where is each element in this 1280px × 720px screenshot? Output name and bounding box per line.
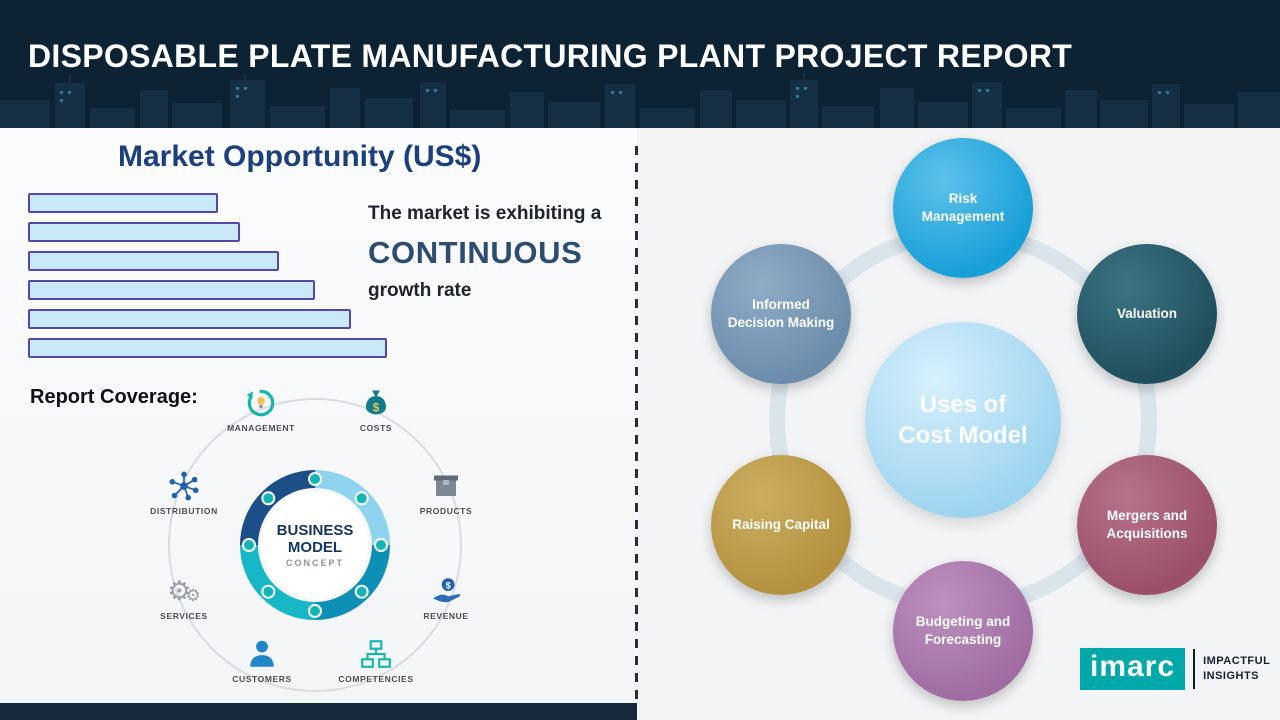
city-skyline-graphic [0,73,1280,128]
market-bar [28,280,315,300]
bm-item-label: DISTRIBUTION [150,506,218,516]
cost-model-node-mergers-acquisitions: Mergers and Acquisitions [1077,455,1217,595]
cost-model-center: Uses of Cost Model [865,322,1061,518]
node-label: Risk Management [921,191,1005,224]
cost-model-node-valuation: Valuation [1077,244,1217,384]
cost-model-node-risk-management: Risk Management [893,138,1033,278]
bm-item-label: REVENUE [423,611,469,621]
header-banner: DISPOSABLE PLATE MANUFACTURING PLANT PRO… [0,0,1280,128]
bm-item-label: PRODUCTS [419,506,473,516]
imarc-logo: imarc IMPACTFUL INSIGHTS [1080,648,1270,690]
svg-text:$: $ [373,401,380,415]
market-opportunity-title: Market Opportunity (US$) [118,140,482,173]
box-icon [430,468,462,504]
bottom-photo-strip [0,703,637,720]
market-bar [28,193,218,213]
cost-model-node-budgeting-forecasting: Budgeting and Forecasting [893,561,1033,701]
business-model-center-line3: CONCEPT [285,558,344,569]
cost-model-center-line2: Cost Model [898,422,1028,449]
growth-highlight: CONTINUOUS [368,235,583,270]
bm-item-customers: CUSTOMERS [214,636,310,684]
bm-item-label: COMPETENCIES [338,674,414,684]
bm-item-competencies: COMPETENCIES [328,636,424,684]
business-model-outer-circle [168,398,462,692]
logo-tagline-line1: IMPACTFUL [1203,655,1271,668]
market-bar [28,251,279,271]
page-title: DISPOSABLE PLATE MANUFACTURING PLANT PRO… [28,38,1073,74]
business-model-diagram: BUSINESS MODEL CONCEPT MANAGEMENT [145,380,485,715]
money-bag-icon: $ [360,385,392,421]
node-label: Budgeting and Forecasting [915,614,1011,647]
market-bar [28,338,387,358]
org-chart-icon [359,636,393,672]
network-icon [167,468,201,504]
node-label: Informed Decision Making [727,297,835,330]
market-bar-chart [28,193,393,367]
business-model-center: BUSINESS MODEL CONCEPT [261,491,369,599]
bm-item-services: ⚙⚙ SERVICES [136,573,232,622]
cost-model-center-line1: Uses of [919,390,1007,418]
recycle-idea-icon [244,385,278,421]
growth-line1: The market is exhibiting a [368,203,602,224]
report-coverage-label: Report Coverage: [30,386,198,408]
market-bar [28,309,351,329]
business-model-ring [240,470,390,620]
hand-coin-icon: $ [429,573,463,609]
bm-item-distribution: DISTRIBUTION [136,468,232,516]
market-bar [28,222,240,242]
bm-item-costs: $ COSTS [328,385,424,433]
node-label: Mergers and Acquisitions [1106,508,1188,541]
vertical-dashed-divider [635,146,638,704]
bm-item-management: MANAGEMENT [213,385,309,433]
bm-item-revenue: $ REVENUE [398,573,494,621]
bm-item-label: MANAGEMENT [227,423,295,433]
business-model-center-line1: BUSINESS [276,521,354,539]
bm-item-label: CUSTOMERS [232,674,292,684]
bm-item-label: COSTS [359,423,393,433]
growth-line2: growth rate [368,280,472,301]
svg-text:$: $ [445,580,451,591]
node-label: Valuation [1116,306,1177,322]
node-label: Raising Capital [732,517,830,533]
cost-model-node-raising-capital: Raising Capital [711,455,851,595]
bm-item-products: PRODUCTS [398,468,494,516]
logo-tagline-line2: INSIGHTS [1203,670,1260,682]
person-icon [245,636,279,672]
growth-statement: The market is exhibiting a CONTINUOUS gr… [368,203,653,302]
cost-model-diagram: Uses of Cost Model Risk Management Valua… [637,128,1280,720]
cost-model-node-informed-decision-making: Informed Decision Making [711,244,851,384]
business-model-center-line2: MODEL [287,539,343,556]
logo-divider [1193,649,1196,689]
logo-tagline: IMPACTFUL INSIGHTS [1203,654,1270,684]
gears-icon: ⚙⚙ [167,575,201,607]
bm-item-label: SERVICES [160,611,208,621]
imarc-logo-mark: imarc [1080,648,1186,690]
